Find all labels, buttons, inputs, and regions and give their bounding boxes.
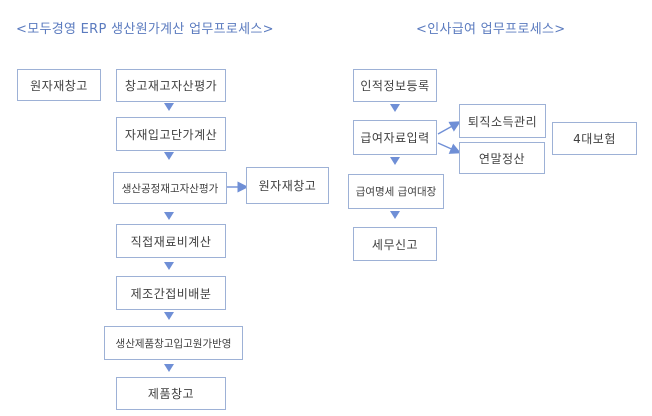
box-personnel-info-registration: 인적정보등록: [353, 69, 437, 102]
box-label: 직접재료비계산: [130, 234, 212, 249]
box-label: 창고재고자산평가: [124, 79, 218, 93]
box-raw-material-unit-cost: 자재입고단가계산: [116, 117, 226, 151]
box-label: 인적정보등록: [360, 79, 430, 93]
box-retirement-income-management: 퇴직소득관리: [459, 104, 546, 138]
box-label: 원자재창고: [258, 179, 317, 193]
box-warehouse-inventory-valuation: 창고재고자산평가: [116, 69, 226, 102]
box-direct-material-cost: 직접재료비계산: [116, 224, 226, 258]
box-label: 생산제품창고입고원가반영: [115, 337, 232, 350]
box-year-end-tax-settlement: 연말정산: [459, 142, 545, 174]
box-label: 원자재창고: [30, 78, 88, 93]
box-label: 자재입고단가계산: [124, 127, 218, 142]
arrow-down-2: [164, 152, 174, 160]
box-finished-goods-warehouse: 제품창고: [116, 377, 226, 410]
box-label: 제품창고: [147, 387, 195, 401]
arrow-down-hr-2: [390, 157, 400, 165]
box-label: 급여명세 급여대장: [355, 186, 437, 198]
box-production-process-inventory-valuation: 생산공정재고자산평가: [113, 172, 227, 204]
box-four-major-insurances: 4대보험: [552, 122, 637, 155]
box-payslip-payroll-ledger: 급여명세 급여대장: [348, 174, 444, 209]
arrow-down-hr-3: [390, 211, 400, 219]
box-manufacturing-overhead-allocation: 제조간접비배분: [116, 276, 226, 310]
arrow-down-3: [164, 212, 174, 220]
title-production-process: <모두경영 ERP 생산원가계산 업무프로세스>: [16, 22, 274, 37]
box-label: 급여자료입력: [360, 131, 430, 145]
arrow-down-6: [164, 364, 174, 372]
arrow-to-year-end-settlement: [437, 142, 462, 154]
box-payroll-data-entry: 급여자료입력: [353, 120, 437, 155]
box-label: 4대보험: [573, 132, 616, 146]
arrow-down-hr-1: [390, 104, 400, 112]
box-tax-filing: 세무신고: [353, 227, 437, 261]
title-hr-process: <인사급여 업무프로세스>: [416, 22, 566, 37]
box-raw-material-warehouse-in: 원자재창고: [17, 69, 101, 101]
box-label: 제조간접비배분: [130, 286, 212, 301]
arrow-down-4: [164, 262, 174, 270]
arrow-to-retirement-income: [437, 121, 461, 135]
box-label: 생산공정재고자산평가: [121, 182, 219, 195]
arrow-down-5: [164, 312, 174, 320]
box-raw-material-warehouse-out: 원자재창고: [246, 167, 329, 204]
arrow-down-1: [164, 103, 174, 111]
box-label: 연말정산: [478, 151, 526, 166]
box-label: 퇴직소득관리: [467, 114, 538, 129]
box-label: 세무신고: [371, 237, 419, 252]
box-finished-goods-warehouse-cost: 생산제품창고입고원가반영: [104, 326, 243, 360]
